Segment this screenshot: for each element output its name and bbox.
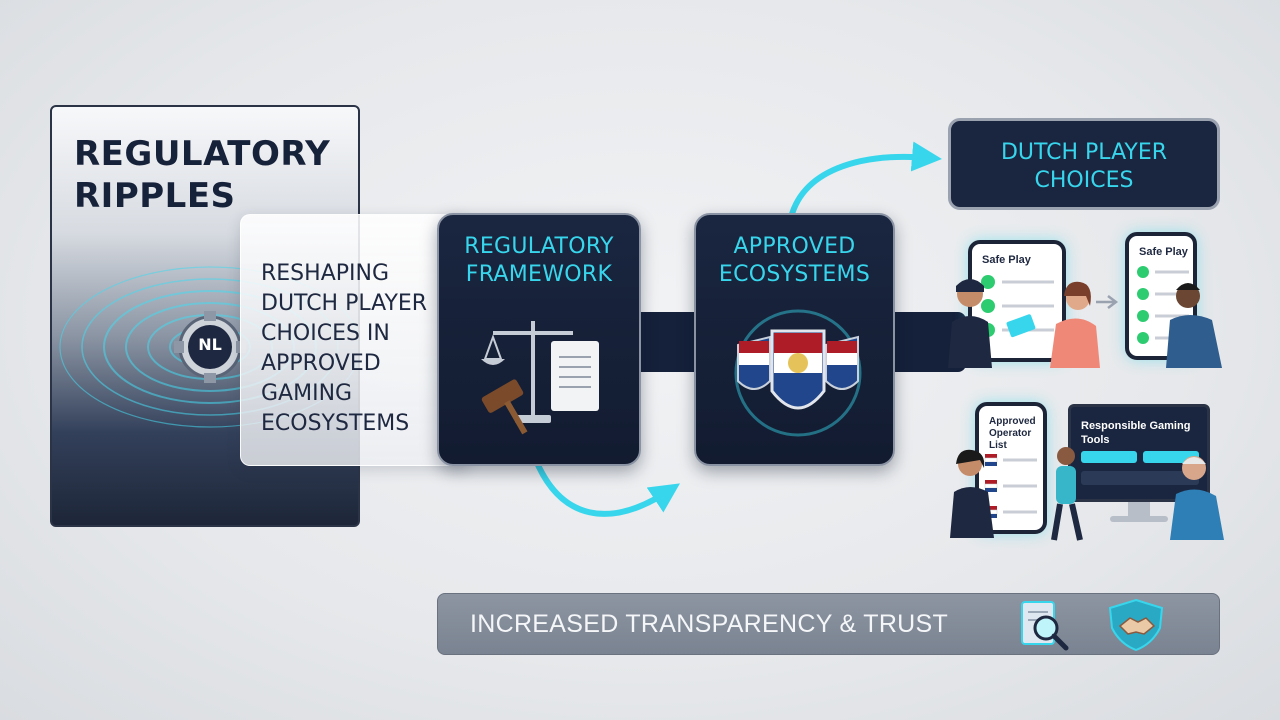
screen-label: Safe Play: [982, 254, 1031, 266]
screen-label: Approved Operator List: [989, 416, 1036, 451]
nl-badge: NL: [198, 335, 222, 354]
gear-icon: [174, 311, 246, 383]
screen-label: Responsible Gaming Tools: [1081, 420, 1191, 446]
step-label: REGULATORY FRAMEWORK: [464, 234, 614, 287]
step-connector: [630, 312, 704, 372]
page-title: REGULATORY RIPPLES: [74, 134, 331, 216]
arrow-curve-top: [787, 141, 942, 225]
document-magnifier-icon: [1021, 601, 1069, 651]
footer-label: INCREASED TRANSPARENCY & TRUST: [470, 610, 949, 638]
step-label: APPROVED ECOSYSTEMS: [718, 234, 871, 287]
tool-bar: [1143, 451, 1199, 463]
dutch-flag-shields-icon: [734, 309, 862, 437]
tool-bar: [1081, 451, 1137, 463]
monitor-base: [1110, 516, 1168, 522]
scales-of-justice-gavel-scroll-icon: [481, 321, 599, 435]
arrow-curve-bottom: [532, 455, 680, 517]
step-approved-ecosystems: APPROVED ECOSYSTEMS: [694, 213, 895, 466]
small-arrow-icon: [1096, 295, 1119, 309]
players-illustration-bottom: [950, 447, 1224, 541]
players-illustration-top: [948, 279, 1222, 368]
dutch-player-choices-box: DUTCH PLAYER CHOICES: [948, 118, 1220, 210]
screen-label: Safe Play: [1139, 246, 1188, 258]
transparency-trust-bar: INCREASED TRANSPARENCY & TRUST: [437, 593, 1220, 655]
choices-label: DUTCH PLAYER CHOICES: [1000, 140, 1168, 193]
handshake-shield-icon: [1108, 598, 1164, 652]
monitor-responsible-gaming-tools: Responsible Gaming Tools: [1068, 404, 1210, 502]
monitor-stand: [1128, 502, 1150, 518]
subtitle: RESHAPING DUTCH PLAYER CHOICES IN APPROV…: [261, 261, 428, 436]
tool-bar: [1081, 471, 1199, 485]
subtitle-panel: RESHAPING DUTCH PLAYER CHOICES IN APPROV…: [240, 214, 470, 466]
step-regulatory-framework: REGULATORY FRAMEWORK: [437, 213, 641, 466]
